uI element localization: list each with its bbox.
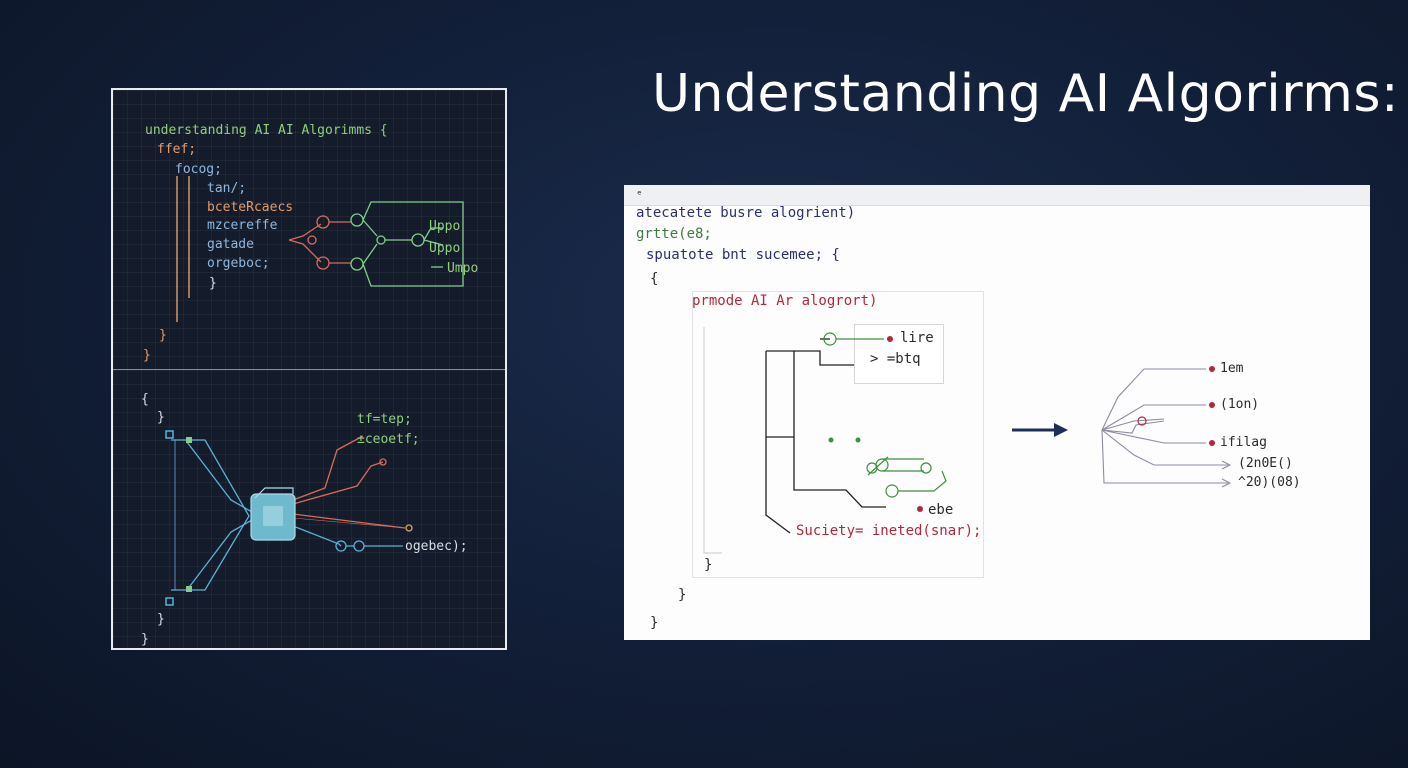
- output-label: Uppo: [429, 219, 461, 234]
- code-diagram-panel: understanding AI AI Algorimms { ffef; fo…: [111, 88, 507, 650]
- code-line: }: [143, 348, 151, 363]
- brace: }: [704, 557, 713, 573]
- code-line: gatade: [207, 237, 254, 252]
- output-label: (2n0E(): [1238, 456, 1293, 471]
- brace: }: [141, 632, 149, 647]
- panel-divider: [113, 369, 505, 370]
- node-label: ±ceoetf;: [357, 432, 420, 447]
- box-label: > =btq: [870, 351, 921, 367]
- arrow-right-icon: [1012, 423, 1068, 437]
- output-label: ifilag: [1220, 435, 1267, 450]
- node-label: Suciety= ineted(snar);: [796, 523, 982, 539]
- editor-topbar: [624, 185, 1370, 206]
- code-line: prmode AI Ar alogrort): [692, 293, 878, 309]
- code-line: focog;: [175, 162, 222, 177]
- code-line: grtte(e8;: [636, 226, 712, 242]
- output-label: Umpo: [447, 261, 479, 276]
- algorithm-diagram-lines: [703, 327, 1232, 554]
- output-label: (1on): [1220, 397, 1260, 412]
- brace: }: [157, 612, 165, 627]
- code-line: spuatote bnt sucemee; {: [646, 247, 840, 263]
- box-label: lire: [900, 330, 934, 346]
- code-line: }: [159, 328, 167, 343]
- code-line: tan/;: [207, 181, 247, 196]
- algorithm-diagram-panel: ᵉ: [624, 185, 1370, 640]
- code-line: {: [650, 271, 659, 287]
- brace: {: [141, 392, 149, 407]
- code-line: understanding AI AI Algorimms {: [145, 123, 388, 138]
- code-diagram-lines: [165, 176, 464, 606]
- brace: }: [678, 587, 687, 603]
- brace: }: [650, 615, 659, 631]
- cube-icon: [250, 487, 296, 541]
- page-title: Understanding AI Algorirms:: [652, 64, 1399, 124]
- code-line: ffef;: [157, 142, 197, 157]
- code-line: atecatete busre alogrient): [636, 205, 856, 221]
- node-marker: [917, 506, 923, 512]
- node-label: ebe: [928, 502, 954, 518]
- node-label: tf=tep;: [357, 412, 412, 427]
- code-line: bceteRcaecs: [207, 200, 294, 215]
- node-label: ogebec);: [405, 539, 468, 554]
- output-label: 1em: [1220, 361, 1244, 376]
- label-box: [854, 324, 944, 384]
- corner-mark: ᵉ: [636, 188, 643, 201]
- brace: }: [157, 410, 165, 425]
- code-line: }: [209, 276, 217, 291]
- output-label: ^20)(08): [1238, 475, 1301, 490]
- algorithm-box: [692, 291, 984, 578]
- code-line: mzcereffe: [207, 218, 278, 233]
- code-line: orgeboc;: [207, 256, 270, 271]
- output-label: Uppo: [429, 241, 461, 256]
- node-marker: [887, 336, 893, 342]
